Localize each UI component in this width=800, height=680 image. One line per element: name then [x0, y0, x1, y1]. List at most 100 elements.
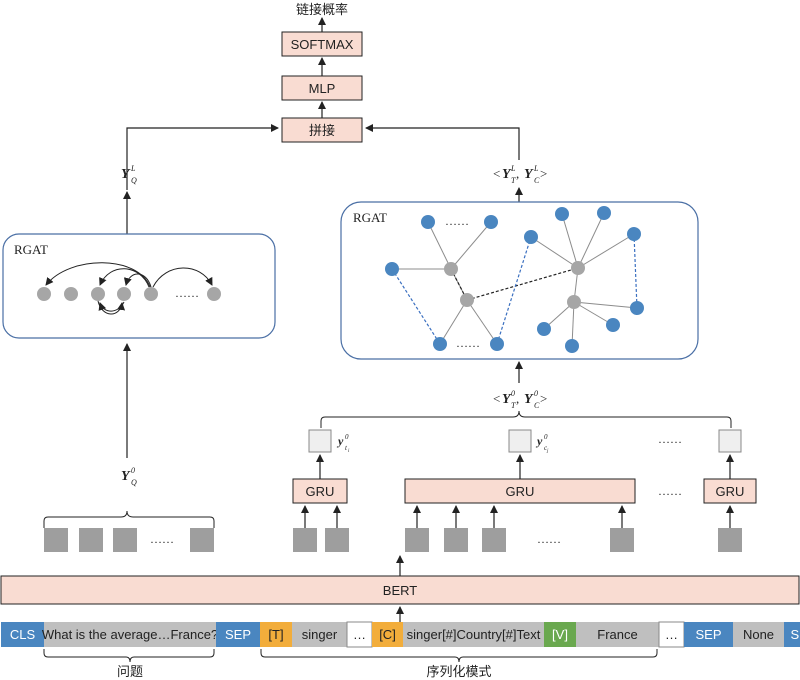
gru-last-box: GRU	[703, 478, 757, 504]
svg-text:>: >	[540, 166, 547, 181]
question-embedding	[113, 528, 137, 552]
gru-ellipsis: ……	[658, 484, 682, 498]
column-node	[524, 230, 538, 244]
input-token: singer[#]Country[#]Text	[403, 622, 544, 647]
svg-text:0: 0	[131, 466, 135, 475]
svg-text:Y: Y	[121, 167, 131, 182]
input-token: None	[733, 622, 784, 647]
graph-ellipsis-bottom: ……	[456, 336, 480, 350]
column-node	[627, 227, 641, 241]
input-token: …	[658, 621, 685, 648]
column-node	[597, 206, 611, 220]
left-embedding-ellipsis: ……	[150, 532, 174, 546]
concat-label: 拼接	[309, 123, 335, 139]
left-graph-ellipsis: ……	[175, 286, 199, 300]
svg-text:0: 0	[534, 389, 538, 398]
svg-text:Y: Y	[524, 167, 534, 182]
column-node	[537, 322, 551, 336]
input-token-label: singer[#]Country[#]Text	[407, 627, 541, 642]
input-token-label: CLS	[10, 627, 36, 642]
svg-text:0: 0	[345, 433, 349, 441]
question-node	[64, 287, 78, 301]
input-token: CLS	[1, 622, 44, 647]
input-token: singer	[292, 622, 347, 647]
question-node	[37, 287, 51, 301]
schema-embedding	[718, 528, 742, 552]
schema-embedding	[610, 528, 634, 552]
svg-text:t: t	[345, 444, 348, 452]
svg-text:0: 0	[544, 433, 548, 441]
svg-text:y: y	[535, 434, 543, 448]
svg-text:<: <	[493, 391, 500, 406]
right-brace	[320, 410, 732, 428]
gru-column-box: GRU	[404, 478, 636, 504]
schema-brace	[260, 649, 658, 663]
softmax-box: SOFTMAX	[281, 31, 363, 57]
svg-text:Y: Y	[502, 392, 512, 407]
input-token: [C]	[372, 622, 403, 647]
svg-text:T: T	[511, 401, 516, 410]
svg-text:Y: Y	[502, 167, 512, 182]
table-node	[460, 293, 474, 307]
schema-embedding	[444, 528, 468, 552]
input-token: SEP	[684, 622, 733, 647]
svg-text:GRU: GRU	[506, 484, 535, 499]
yq-bottom-label: Y 0 Q	[121, 466, 137, 487]
svg-text:T: T	[511, 176, 516, 185]
input-token-label: [T]	[268, 627, 283, 642]
input-token-label: SEP	[695, 627, 721, 642]
svg-text:>: >	[540, 391, 547, 406]
svg-text:<: <	[493, 166, 500, 181]
left-rgat-box: RGAT ……	[2, 233, 276, 339]
question-node	[144, 287, 158, 301]
svg-text:,: ,	[516, 391, 519, 406]
schema-embedding	[405, 528, 429, 552]
input-token: SEP	[216, 622, 260, 647]
output-vector	[718, 429, 742, 453]
input-token-label: singer	[302, 627, 338, 642]
question-label: 问题	[117, 665, 143, 680]
column-node	[433, 337, 447, 351]
yq-top-label: Y L Q	[121, 164, 137, 185]
softmax-label: SOFTMAX	[291, 37, 354, 52]
mlp-label: MLP	[309, 81, 336, 96]
question-brace	[43, 649, 215, 663]
schema-embedding	[293, 528, 317, 552]
column-node	[385, 262, 399, 276]
right-rgat-box: RGAT	[340, 201, 699, 360]
svg-text:y: y	[336, 434, 344, 448]
output-label: 链接概率	[296, 2, 348, 18]
mlp-box: MLP	[281, 75, 363, 101]
input-token: …	[346, 621, 373, 648]
table-output-vector	[308, 429, 332, 453]
input-token: What is the average…France?	[42, 622, 218, 647]
input-token-label: France	[597, 627, 637, 642]
y-c-label: y 0 c j	[535, 433, 549, 454]
question-node	[117, 287, 131, 301]
output-ellipsis: ……	[658, 432, 682, 446]
input-token: [T]	[260, 622, 292, 647]
column-node	[630, 301, 644, 315]
column-node	[606, 318, 620, 332]
column-node	[565, 339, 579, 353]
y-t-label: y 0 t i	[336, 433, 350, 454]
column-node	[421, 215, 435, 229]
concat-box: 拼接	[281, 117, 363, 143]
left-brace	[43, 510, 215, 528]
table-node	[571, 261, 585, 275]
input-token-label: [V]	[552, 627, 568, 642]
input-token: SEP	[784, 622, 800, 647]
svg-text:c: c	[544, 444, 548, 452]
table-node	[567, 295, 581, 309]
svg-text:Q: Q	[131, 478, 137, 487]
schema-label: 序列化模式	[426, 665, 491, 680]
input-token: France	[576, 622, 659, 647]
svg-text:i: i	[348, 449, 350, 454]
question-embedding	[79, 528, 103, 552]
svg-text:0: 0	[511, 389, 515, 398]
schema-embedding	[482, 528, 506, 552]
yt-yc-top-label: < Y L T , Y L C >	[493, 164, 547, 185]
input-token-label: None	[743, 627, 774, 642]
